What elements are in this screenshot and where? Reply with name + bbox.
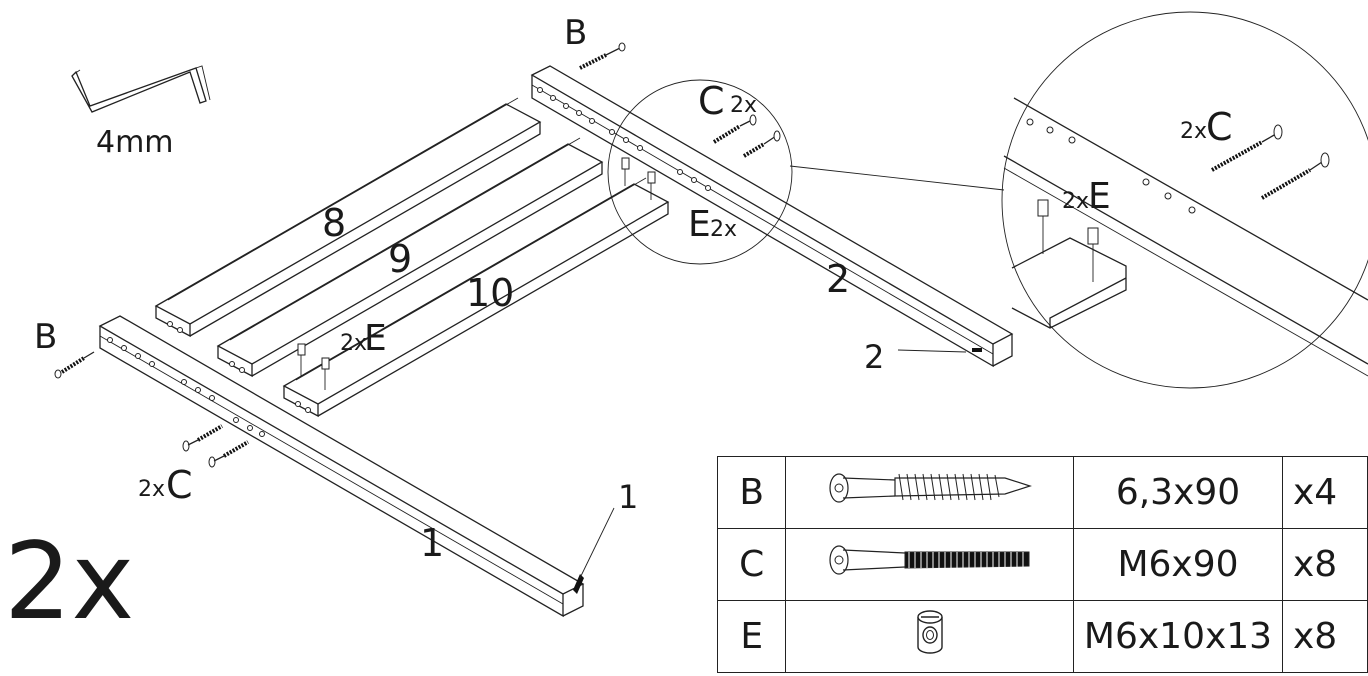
- tool-size-label: 4mm: [96, 125, 174, 160]
- detail-connector-line: [789, 165, 1005, 191]
- part-number-2: 2: [826, 257, 850, 301]
- callout-b-top: B: [564, 13, 587, 53]
- hardware-quantity: x8: [1282, 528, 1368, 601]
- rail-2: [530, 65, 1014, 368]
- machine-bolt-icon: [712, 114, 781, 158]
- callout-b-left: B: [34, 317, 57, 357]
- machine-bolt-icon: [829, 545, 1030, 575]
- table-row: E M6x10x13 x8: [716, 600, 1368, 673]
- detail-callout-circle: [607, 79, 793, 265]
- callout-c-left-count: 2x: [138, 477, 165, 502]
- hardware-code: E: [716, 600, 787, 673]
- callout-e-mid-letter: E: [364, 318, 387, 359]
- part-number-10: 10: [466, 271, 514, 315]
- detail-e-count: 2x: [1062, 189, 1089, 214]
- part-number-2-end: 2: [864, 338, 884, 376]
- callout-c-top-letter: C: [698, 79, 725, 123]
- detail-e-letter: E: [1088, 176, 1111, 217]
- slat-9: [216, 137, 604, 378]
- hardware-size: M6x10x13: [1073, 600, 1283, 673]
- wood-screw-icon: [579, 42, 626, 70]
- barrel-nut-icon: [297, 157, 656, 390]
- rail-1-leader-line: [579, 507, 615, 579]
- hardware-code: C: [716, 528, 787, 601]
- slat-10: [282, 177, 670, 418]
- detail-c-letter: C: [1206, 105, 1233, 149]
- wood-screw-icon: [54, 351, 95, 379]
- wood-screw-icon: [829, 473, 1032, 503]
- table-row: B 6,3x90 x4: [716, 456, 1368, 529]
- callout-c-top-count: 2x: [730, 93, 757, 118]
- hardware-table: B 6,3x90 x4 C M6x90: [716, 456, 1368, 673]
- callout-e-count: 2x: [710, 217, 737, 242]
- slat-8: [154, 97, 542, 338]
- barrel-nut-icon: [917, 610, 943, 654]
- callout-c-left-letter: C: [166, 463, 193, 507]
- callout-e-letter: E: [688, 204, 711, 245]
- hardware-size: 6,3x90: [1073, 456, 1283, 529]
- hardware-quantity: x8: [1282, 600, 1368, 673]
- part-number-1-end: 1: [618, 478, 638, 516]
- quantity-multiplier: 2x: [4, 520, 134, 643]
- allen-key-icon: [71, 65, 211, 113]
- hardware-size: M6x90: [1073, 528, 1283, 601]
- callout-e-mid-count: 2x: [340, 331, 367, 356]
- detail-c-count: 2x: [1180, 119, 1207, 144]
- detail-magnified-view: [1001, 11, 1368, 389]
- hardware-quantity: x4: [1282, 456, 1368, 529]
- rail-2-leader-line: [897, 349, 967, 353]
- hardware-code: B: [716, 456, 787, 529]
- part-number-9: 9: [388, 237, 412, 281]
- table-row: C M6x90 x8: [716, 528, 1368, 601]
- machine-bolt-icon: [182, 424, 250, 468]
- rail-1: [98, 315, 585, 618]
- part-number-8: 8: [322, 201, 346, 245]
- part-number-1: 1: [420, 521, 444, 565]
